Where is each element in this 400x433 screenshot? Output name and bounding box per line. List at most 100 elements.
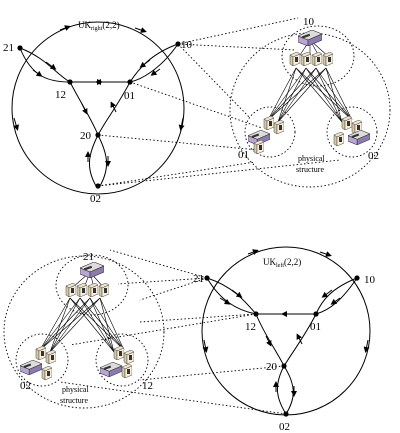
bottom-edge-21-12 (206, 277, 257, 315)
top-ring-arrow-1 (59, 25, 71, 31)
top-title: UKright(2,2) (78, 20, 120, 32)
bottom-proc-r3 (121, 364, 132, 378)
top-arrow-c (150, 68, 161, 76)
bottom-physical-structure: 21 02 12 physical structure (3, 251, 165, 409)
bottom-map-7 (139, 277, 208, 301)
top-map-2 (177, 43, 296, 51)
bottom-phys-label-right: 12 (142, 380, 153, 392)
bottom-arrow-a (219, 297, 231, 305)
bottom-phys-links (39, 271, 125, 353)
bottom-arrow-d (321, 289, 333, 298)
top-ring-arrow-4 (13, 117, 20, 131)
bottom-label-01: 01 (310, 321, 321, 333)
bottom-map-4 (69, 313, 257, 346)
top-ring-arrow-3 (178, 117, 185, 131)
bottom-label-12: 12 (245, 321, 256, 333)
top-proc-l1 (263, 116, 274, 130)
top-proc-t1 (289, 52, 300, 66)
top-node-21 (17, 45, 23, 51)
bottom-edge-12-20 (255, 313, 285, 367)
bottom-proc-l1 (35, 346, 46, 360)
bottom-arrow-g (296, 333, 303, 345)
top-phys-caption-2: structure (296, 165, 324, 174)
bottom-map-3 (139, 313, 257, 323)
top-logical-graph: 21 10 12 01 20 02 UKright(2,2) (3, 20, 193, 205)
top-proc-l2 (273, 120, 284, 134)
top-arrow-a (32, 69, 43, 77)
top-arrow-b (45, 61, 57, 70)
bottom-phys-caption-2: structure (60, 396, 88, 405)
top-phys-label-top: 10 (303, 16, 315, 28)
bottom-title: UKleft(2,2) (263, 257, 301, 269)
top-proc-r1 (341, 116, 352, 130)
bottom-proc-l2 (45, 350, 56, 364)
bottom-phys-right-cluster (95, 333, 149, 387)
top-node-12 (67, 79, 73, 85)
bottom-arrow-b (231, 289, 243, 298)
top-label-01: 01 (124, 90, 135, 102)
bottom-arrow-f (265, 335, 272, 347)
bottom-map-6 (59, 381, 287, 415)
bottom-phys-label-top: 21 (83, 251, 94, 263)
bottom-edge-20-02b (283, 365, 294, 415)
top-arrow-d (139, 59, 151, 68)
bottom-map-5 (139, 365, 285, 381)
top-physical-structure: 10 01 02 physical structure (229, 16, 391, 188)
bottom-ring-arrow-4 (202, 339, 209, 353)
bottom-label-02: 02 (279, 421, 290, 433)
bottom-edge-21-12b (206, 277, 257, 315)
top-label-12: 12 (55, 89, 66, 101)
bottom-phys-outer (3, 255, 165, 409)
top-proc-l3 (253, 140, 264, 154)
bottom-switch-left (20, 360, 42, 375)
bottom-ring-arrow-3 (363, 339, 370, 353)
top-arrow-g (110, 101, 117, 113)
bottom-edge-10-01b (315, 277, 358, 315)
top-phys-right-cluster (326, 106, 378, 158)
top-edge-20-02b (97, 134, 107, 187)
bottom-phys-top-cluster (55, 254, 129, 316)
bottom-map-2 (117, 277, 208, 285)
bottom-proc-t1 (65, 283, 76, 297)
top-proc-r3 (333, 132, 344, 146)
top-edge-21-12b (19, 47, 71, 83)
top-label-20: 20 (80, 130, 92, 142)
bottom-edge-20-02a (277, 365, 287, 415)
top-arrow-f (81, 103, 88, 115)
top-proc-t3 (311, 52, 322, 66)
bottom-phys-label-left: 02 (20, 380, 31, 392)
bottom-node-10 (354, 275, 360, 281)
bottom-edge-01-20 (283, 313, 317, 367)
bottom-proc-r2 (123, 350, 134, 364)
top-proc-t4 (322, 52, 333, 66)
top-phys-label-left: 01 (238, 149, 249, 161)
bottom-mapping-lines (59, 249, 287, 415)
top-mapping-lines (97, 17, 341, 187)
top-switch-top (298, 30, 322, 46)
top-edge-01-20 (97, 81, 131, 136)
bottom-node-01 (313, 311, 319, 317)
top-map-3 (129, 81, 263, 129)
bottom-ring (201, 246, 371, 416)
top-phys-outer (229, 32, 391, 188)
top-label-21: 21 (3, 42, 14, 54)
bottom-switch-right (100, 362, 122, 377)
top-phys-links (267, 39, 353, 123)
bottom-proc-t4 (98, 283, 109, 297)
top-switch-right (348, 130, 370, 145)
top-ring (11, 21, 185, 195)
bottom-phys-left-cluster (15, 333, 69, 387)
top-edge-20-02a (89, 134, 99, 187)
top-label-10: 10 (181, 39, 193, 51)
bottom-proc-l3 (41, 366, 52, 380)
top-phys-label-right: 02 (368, 150, 379, 162)
bottom-switch-top (80, 262, 104, 278)
top-phys-left-cluster (244, 106, 296, 158)
top-label-02: 02 (90, 193, 101, 205)
bottom-edge-10-01 (315, 277, 358, 315)
top-map-4 (177, 43, 251, 119)
bottom-ring-arrow-1 (247, 249, 259, 255)
top-phys-caption-1: physical (298, 154, 325, 163)
